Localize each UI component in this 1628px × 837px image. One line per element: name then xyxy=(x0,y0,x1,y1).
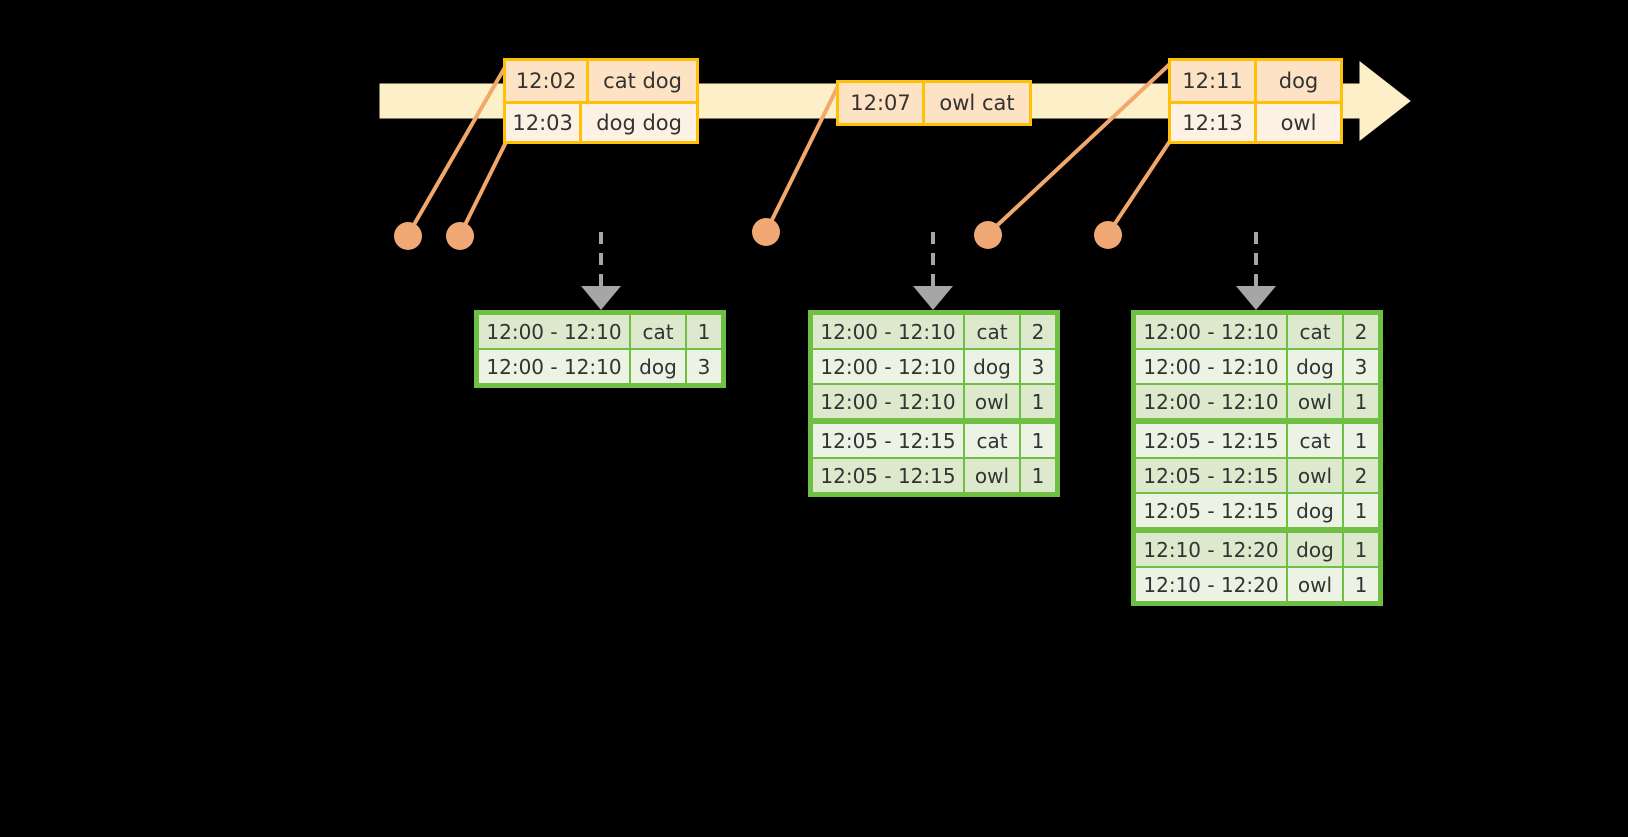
count-cell: 1 xyxy=(1344,568,1378,601)
event-dot xyxy=(394,222,422,250)
event-text: owl xyxy=(1280,110,1317,135)
result-table-3[interactable]: 12:00 - 12:10 cat 2 12:00 - 12:10 dog 3 … xyxy=(1131,310,1383,606)
window-cell: 12:05 - 12:15 xyxy=(1136,424,1286,457)
event-text: owl cat xyxy=(939,91,1015,115)
word-cell: cat xyxy=(1288,315,1342,348)
word-cell: owl xyxy=(1288,385,1342,418)
window-group-separator xyxy=(1136,529,1378,531)
word-cell: owl xyxy=(965,459,1019,492)
word-cell: owl xyxy=(1288,568,1342,601)
count-cell: 2 xyxy=(1021,315,1055,348)
window-group-separator xyxy=(1136,420,1378,422)
window-cell: 12:10 - 12:20 xyxy=(1136,568,1286,601)
count-cell: 3 xyxy=(1021,350,1055,383)
word-cell: owl xyxy=(965,385,1019,418)
result-table-1[interactable]: 12:00 - 12:10 cat 1 12:00 - 12:10 dog 3 xyxy=(474,310,726,388)
word-cell: dog xyxy=(1288,533,1342,566)
result-table-2[interactable]: 12:00 - 12:10 cat 2 12:00 - 12:10 dog 3 … xyxy=(808,310,1060,497)
window-cell: 12:00 - 12:10 xyxy=(1136,385,1286,418)
count-cell: 1 xyxy=(1344,533,1378,566)
event-time: 12:13 xyxy=(1171,104,1257,141)
count-cell: 1 xyxy=(1021,424,1055,457)
event-row[interactable]: 12:02 cat dog xyxy=(506,61,696,101)
event-text: cat dog xyxy=(603,69,682,93)
table-row[interactable]: 12:05 - 12:15 cat 1 xyxy=(813,424,1055,457)
count-cell: 1 xyxy=(1021,459,1055,492)
word-cell: dog xyxy=(1288,494,1342,527)
count-cell: 1 xyxy=(1344,494,1378,527)
window-cell: 12:10 - 12:20 xyxy=(1136,533,1286,566)
table-row[interactable]: 12:10 - 12:20 dog 1 xyxy=(1136,533,1378,566)
count-cell: 3 xyxy=(1344,350,1378,383)
count-cell: 1 xyxy=(687,315,721,348)
word-cell: dog xyxy=(1288,350,1342,383)
count-cell: 2 xyxy=(1344,459,1378,492)
table-row[interactable]: 12:00 - 12:10 owl 1 xyxy=(1136,385,1378,418)
event-text: dog dog xyxy=(596,110,682,135)
event-row[interactable]: 12:11 dog xyxy=(1171,61,1340,101)
table-row[interactable]: 12:00 - 12:10 dog 3 xyxy=(479,350,721,383)
table-row[interactable]: 12:00 - 12:10 dog 3 xyxy=(813,350,1055,383)
window-cell: 12:00 - 12:10 xyxy=(479,350,629,383)
count-cell: 2 xyxy=(1344,315,1378,348)
count-cell: 1 xyxy=(1344,385,1378,418)
window-cell: 12:05 - 12:15 xyxy=(1136,459,1286,492)
table-row[interactable]: 12:00 - 12:10 dog 3 xyxy=(1136,350,1378,383)
dashed-arrows xyxy=(581,232,1276,310)
event-time: 12:03 xyxy=(506,104,583,141)
table-row[interactable]: 12:00 - 12:10 owl 1 xyxy=(813,385,1055,418)
count-cell: 1 xyxy=(1344,424,1378,457)
word-cell: dog xyxy=(631,350,685,383)
table-row[interactable]: 12:05 - 12:15 dog 1 xyxy=(1136,494,1378,527)
word-cell: cat xyxy=(1288,424,1342,457)
table-row[interactable]: 12:00 - 12:10 cat 2 xyxy=(813,315,1055,348)
word-cell: cat xyxy=(965,315,1019,348)
window-cell: 12:00 - 12:10 xyxy=(1136,350,1286,383)
word-cell: dog xyxy=(965,350,1019,383)
event-text: dog xyxy=(1278,69,1319,93)
table-row[interactable]: 12:00 - 12:10 cat 2 xyxy=(1136,315,1378,348)
window-cell: 12:00 - 12:10 xyxy=(1136,315,1286,348)
table-row[interactable]: 12:05 - 12:15 owl 1 xyxy=(813,459,1055,492)
word-cell: owl xyxy=(1288,459,1342,492)
event-dot xyxy=(446,222,474,250)
window-group-separator xyxy=(813,420,1055,422)
table-row[interactable]: 12:10 - 12:20 owl 1 xyxy=(1136,568,1378,601)
count-cell: 3 xyxy=(687,350,721,383)
event-row[interactable]: 12:07 owl cat xyxy=(839,83,1029,123)
event-dot xyxy=(1094,221,1122,249)
word-cell: cat xyxy=(965,424,1019,457)
event-group-2[interactable]: 12:07 owl cat xyxy=(836,80,1032,126)
event-time: 12:07 xyxy=(839,83,925,123)
word-cell: cat xyxy=(631,315,685,348)
event-time: 12:11 xyxy=(1171,61,1257,101)
window-cell: 12:00 - 12:10 xyxy=(479,315,629,348)
event-row[interactable]: 12:03 dog dog xyxy=(506,101,696,141)
table-row[interactable]: 12:00 - 12:10 cat 1 xyxy=(479,315,721,348)
window-cell: 12:05 - 12:15 xyxy=(1136,494,1286,527)
table-row[interactable]: 12:05 - 12:15 owl 2 xyxy=(1136,459,1378,492)
window-cell: 12:00 - 12:10 xyxy=(813,315,963,348)
event-dots xyxy=(394,218,1122,250)
window-cell: 12:05 - 12:15 xyxy=(813,459,963,492)
window-cell: 12:00 - 12:10 xyxy=(813,385,963,418)
event-dot xyxy=(752,218,780,246)
event-dot xyxy=(974,221,1002,249)
event-time: 12:02 xyxy=(506,61,590,101)
window-cell: 12:00 - 12:10 xyxy=(813,350,963,383)
count-cell: 1 xyxy=(1021,385,1055,418)
window-cell: 12:05 - 12:15 xyxy=(813,424,963,457)
event-group-1[interactable]: 12:02 cat dog 12:03 dog dog xyxy=(503,58,699,144)
table-row[interactable]: 12:05 - 12:15 cat 1 xyxy=(1136,424,1378,457)
event-row[interactable]: 12:13 owl xyxy=(1171,101,1340,141)
event-group-3[interactable]: 12:11 dog 12:13 owl xyxy=(1168,58,1343,144)
